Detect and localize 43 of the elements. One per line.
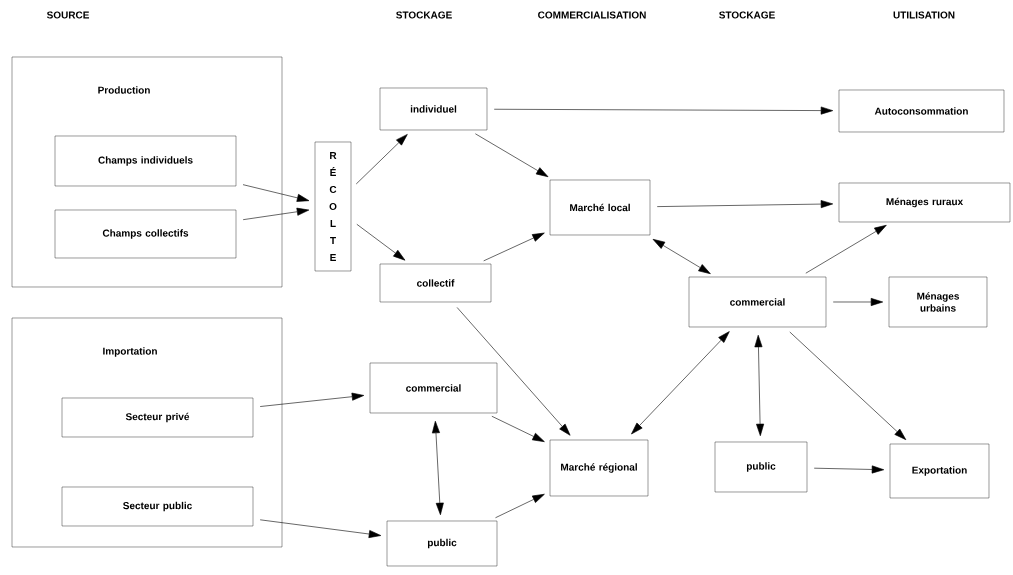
box: Ménages ruraux (838, 182, 1011, 223)
arrow (242, 184, 310, 202)
column-heading: STOCKAGE (719, 11, 775, 19)
box: Champs collectifs (54, 209, 237, 259)
arrow (656, 200, 834, 209)
arrow (832, 298, 884, 306)
column-heading: STOCKAGE (396, 11, 452, 19)
box: Marché régional (549, 439, 649, 497)
column-heading: UTILISATION (893, 11, 955, 19)
arrow (456, 307, 571, 436)
arrow (355, 134, 408, 185)
box: Champs individuels (54, 135, 237, 187)
box: commercial (688, 276, 827, 328)
box: commercial (369, 362, 498, 414)
arrow (631, 331, 730, 435)
box: individuel (379, 87, 488, 131)
column-heading: SOURCE (46, 11, 89, 19)
arrow (432, 420, 444, 516)
arrow (259, 392, 365, 407)
arrow (754, 334, 765, 437)
box: Ménages urbains (888, 276, 988, 328)
arrow (491, 415, 545, 442)
box: Autoconsommation (838, 89, 1005, 133)
arrow (483, 232, 545, 262)
arrow (652, 239, 711, 274)
box: Exportation (889, 443, 990, 499)
arrow (805, 225, 887, 274)
arrow (259, 519, 382, 538)
arrow (813, 465, 885, 474)
box: collectif (379, 263, 492, 303)
arrow (789, 331, 907, 440)
vertical-box: RÉCOLTE (314, 141, 352, 272)
box: Secteur public (61, 486, 254, 527)
box: public (386, 520, 498, 567)
box: Secteur privé (61, 397, 254, 438)
box: Marché local (549, 179, 651, 236)
arrow (356, 223, 406, 261)
box: public (714, 441, 808, 493)
arrow (475, 133, 549, 178)
arrow (242, 207, 310, 220)
column-heading: COMMERCIALISATION (538, 11, 646, 19)
arrow (495, 493, 545, 519)
arrow (493, 106, 834, 115)
